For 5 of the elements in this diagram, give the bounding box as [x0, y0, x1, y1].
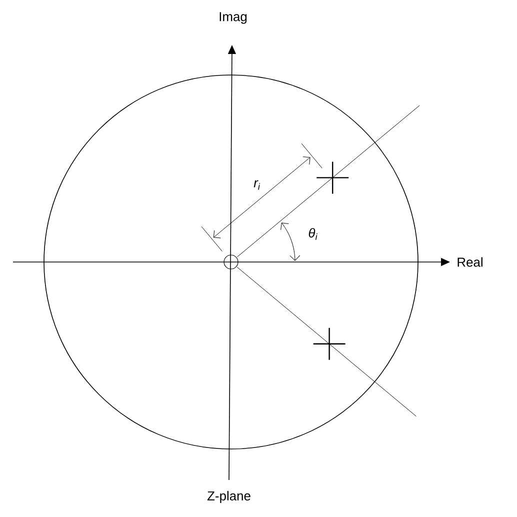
caption: Z-plane	[207, 490, 250, 504]
angle-label: θ$_{i}$	[308, 228, 318, 240]
axis-label: Imag	[220, 12, 247, 24]
axis-label: Real	[458, 257, 482, 267]
radius-label: r$_{i}$	[254, 180, 260, 190]
